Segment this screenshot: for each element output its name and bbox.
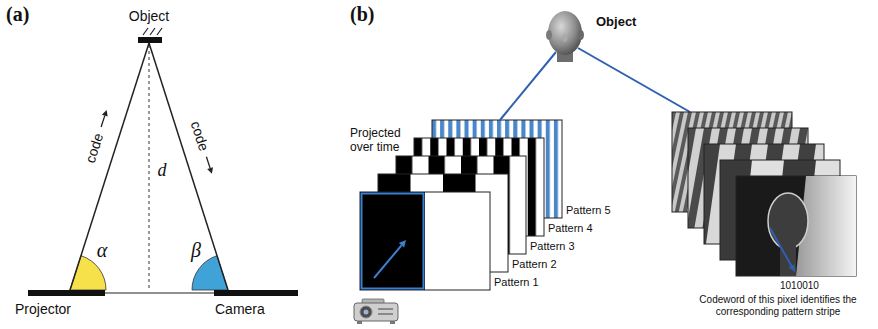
pattern-frame [360, 192, 490, 290]
pattern-label: Pattern 4 [548, 222, 593, 235]
object-surface: Object [120, 8, 178, 43]
direction-arrow [206, 157, 210, 168]
stack-note: Projected over time [350, 126, 412, 154]
direction-arrow [101, 116, 105, 127]
arrow-head [102, 110, 108, 117]
triangulation-geometry [28, 28, 298, 293]
projector-bar: Projector [15, 290, 105, 322]
sensor-bar [138, 37, 162, 43]
angle-symbol: β [191, 239, 201, 261]
node-label: Projector [15, 301, 71, 317]
edge-label: code [82, 131, 106, 165]
codeword-note: Codeword of this pixel identifies the co… [684, 294, 872, 318]
pattern-label: Pattern 1 [494, 276, 539, 289]
pattern-label: Pattern 2 [512, 258, 557, 271]
panel-label: (a) [6, 3, 29, 25]
connector-line [149, 43, 228, 290]
pattern-label: Pattern 5 [566, 204, 611, 217]
arrow-head [789, 264, 796, 272]
pattern-label: Pattern 3 [530, 240, 575, 253]
distance-symbol: d [158, 160, 167, 180]
codeword: 1010010 [780, 280, 819, 292]
camera-bar: Camera [212, 290, 302, 322]
captured-images [672, 112, 856, 276]
projection-ray [500, 52, 556, 120]
pixel-leader [770, 228, 792, 266]
panel-label: (b) [350, 3, 374, 25]
angle-symbol: α [97, 239, 108, 261]
sensor-bar [28, 290, 105, 296]
arrow-head [207, 167, 213, 174]
connector-line [70, 43, 149, 290]
node-label: Object [129, 8, 169, 24]
surface-hatch [157, 28, 162, 35]
camera-ray [578, 48, 690, 112]
sensor-bar [214, 290, 298, 296]
node-label: Camera [215, 301, 265, 317]
projector-icon [354, 299, 398, 324]
object-label: Object [596, 14, 636, 29]
surface-hatch [150, 28, 155, 35]
head-model [546, 11, 584, 62]
edge-label: code [187, 119, 211, 153]
surface-hatch [143, 28, 148, 35]
distance-line [149, 45, 150, 290]
